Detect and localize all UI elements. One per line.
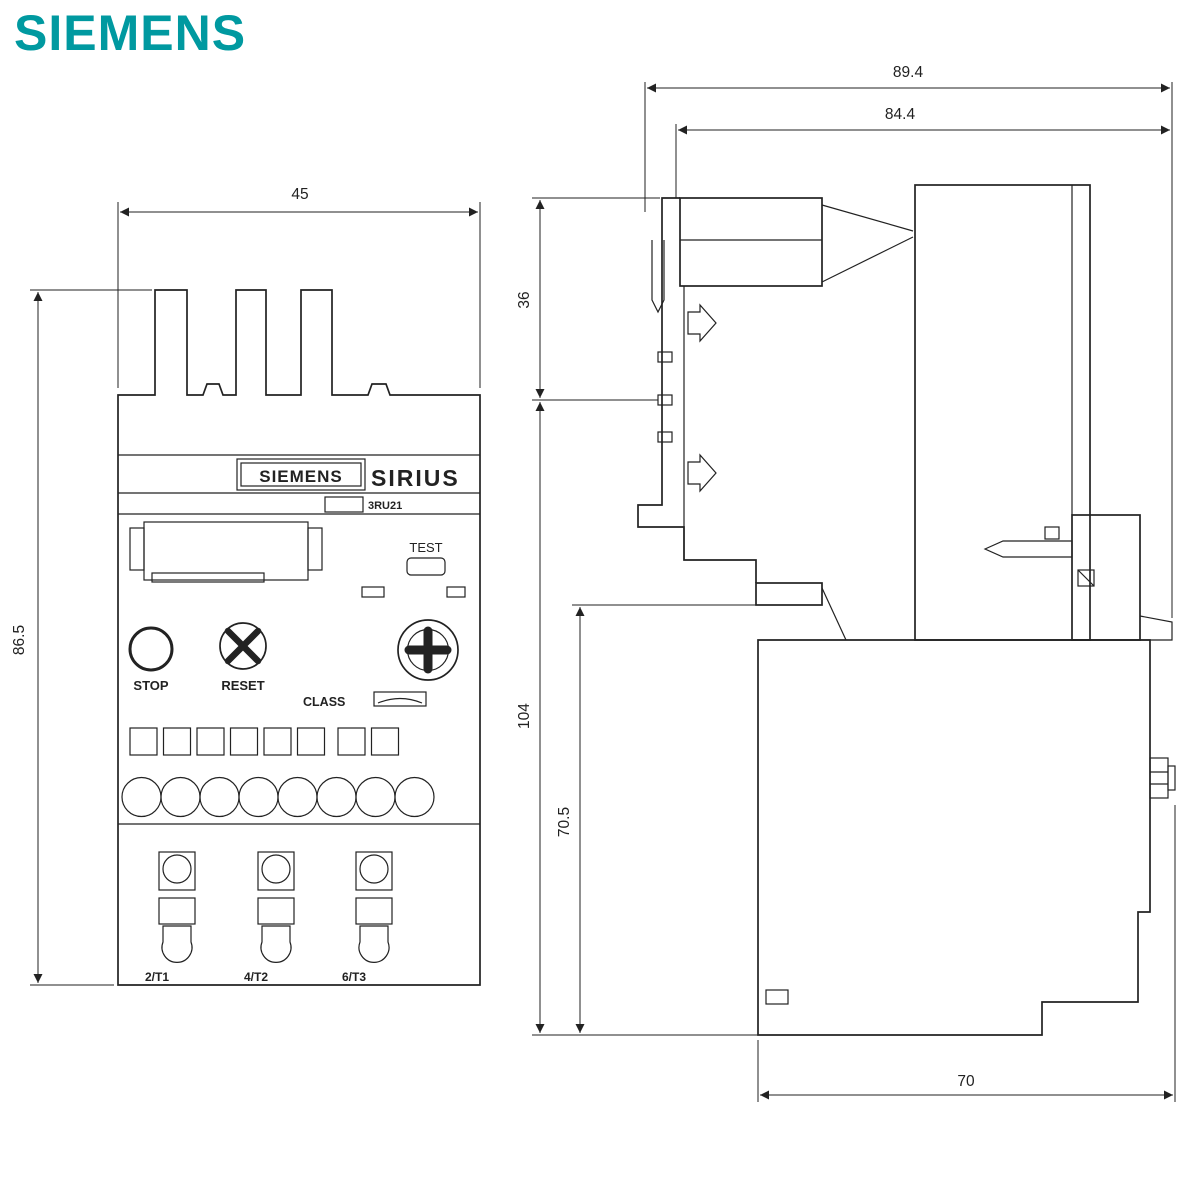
- class-window: [373, 691, 427, 707]
- front-view: 45 86.5 SIEMENS SIRIUS 3RU21 TEST: [11, 186, 481, 986]
- terminal-t2: 4/T2: [244, 851, 295, 984]
- class-label: CLASS: [303, 695, 345, 709]
- setting-window: [143, 521, 309, 581]
- siemens-label: SIEMENS: [259, 467, 343, 486]
- side-din-hook: [651, 240, 665, 314]
- stop-button: [128, 626, 174, 672]
- front-body-outline: [117, 289, 481, 986]
- setting-squares-row: [129, 727, 400, 756]
- side-terminal-block: [1071, 514, 1141, 641]
- strip-slot: [657, 351, 673, 363]
- indicator-window-left: [361, 586, 385, 598]
- side-dim-height: 104: [516, 402, 758, 1036]
- side-screw-terminal: [1149, 757, 1169, 799]
- test-label: TEST: [409, 540, 442, 555]
- terminal-label-t2: 4/T2: [244, 970, 268, 984]
- setting-window-scale: [151, 572, 265, 583]
- test-button: [406, 557, 446, 576]
- side-top-flange: [679, 197, 823, 287]
- side-dim-body-width: 84.4: [675, 106, 1170, 198]
- side-mount-strip: [637, 197, 757, 583]
- screw-tip: [1167, 765, 1176, 791]
- side-clip-upper: [687, 303, 717, 343]
- reset-slot: [224, 627, 262, 665]
- side-probe-pin: [983, 540, 1073, 558]
- flange-link-line: [821, 236, 914, 283]
- side-dim-depth: 70: [757, 805, 1176, 1102]
- model-flag: [324, 496, 364, 513]
- side-dim-lower-height: 70.5: [556, 604, 756, 1033]
- dim-label-upper-height: 36: [516, 291, 533, 308]
- dim-label-body-width: 84.4: [885, 106, 916, 123]
- side-dim-overall-width: 89.4: [644, 64, 1173, 618]
- siemens-label-frame-inner: [240, 462, 362, 487]
- side-cover-lip: [1139, 615, 1173, 641]
- side-view: 89.4 84.4 36 104 70.5: [516, 64, 1176, 1102]
- side-dim-upper-height: 36: [516, 197, 660, 401]
- side-main-block: [914, 184, 1091, 641]
- indicator-window-right: [446, 586, 466, 598]
- stop-label: STOP: [133, 678, 168, 693]
- model-label: 3RU21: [368, 500, 402, 512]
- dim-label-overall-width: 89.4: [893, 64, 924, 81]
- terminal-circles-row: [121, 776, 435, 818]
- side-clip-lower: [687, 453, 717, 493]
- dim-label-height: 86.5: [11, 625, 28, 655]
- window-left-tab: [129, 527, 145, 571]
- strip-slot: [657, 394, 673, 406]
- terminal-t3: 6/T3: [342, 851, 393, 984]
- lower-body-foot-detail: [765, 989, 789, 1005]
- window-right-tab: [307, 527, 323, 571]
- dim-label-depth: 70: [957, 1073, 975, 1090]
- flange-link-line: [821, 204, 914, 232]
- terminal-label-t3: 6/T3: [342, 970, 366, 984]
- sirius-label: SIRIUS: [371, 465, 460, 491]
- terminal-t1: 2/T1: [145, 851, 196, 984]
- siemens-label-frame: [236, 458, 366, 491]
- reset-knob: [219, 622, 267, 670]
- terminal-block-detail: [1077, 569, 1095, 587]
- front-dim-width: 45: [117, 186, 481, 388]
- reset-label: RESET: [221, 678, 264, 693]
- terminal-label-t1: 2/T1: [145, 970, 169, 984]
- dim-label-height: 104: [516, 703, 533, 729]
- terminal-block-detail-line: [1077, 569, 1095, 587]
- dim-label-width: 45: [291, 186, 308, 203]
- probe-detail: [1044, 526, 1060, 540]
- siemens-logo: SIEMENS: [14, 5, 247, 61]
- dim-label-lower-height: 70.5: [556, 807, 573, 837]
- side-lower-body: [757, 639, 1151, 1036]
- adjustment-dial-outer: [397, 619, 459, 681]
- side-latch: [755, 582, 823, 606]
- latch-link-line: [821, 587, 847, 641]
- front-dim-height: 86.5: [11, 289, 152, 986]
- class-curve: [377, 697, 423, 704]
- strip-slot: [657, 431, 673, 443]
